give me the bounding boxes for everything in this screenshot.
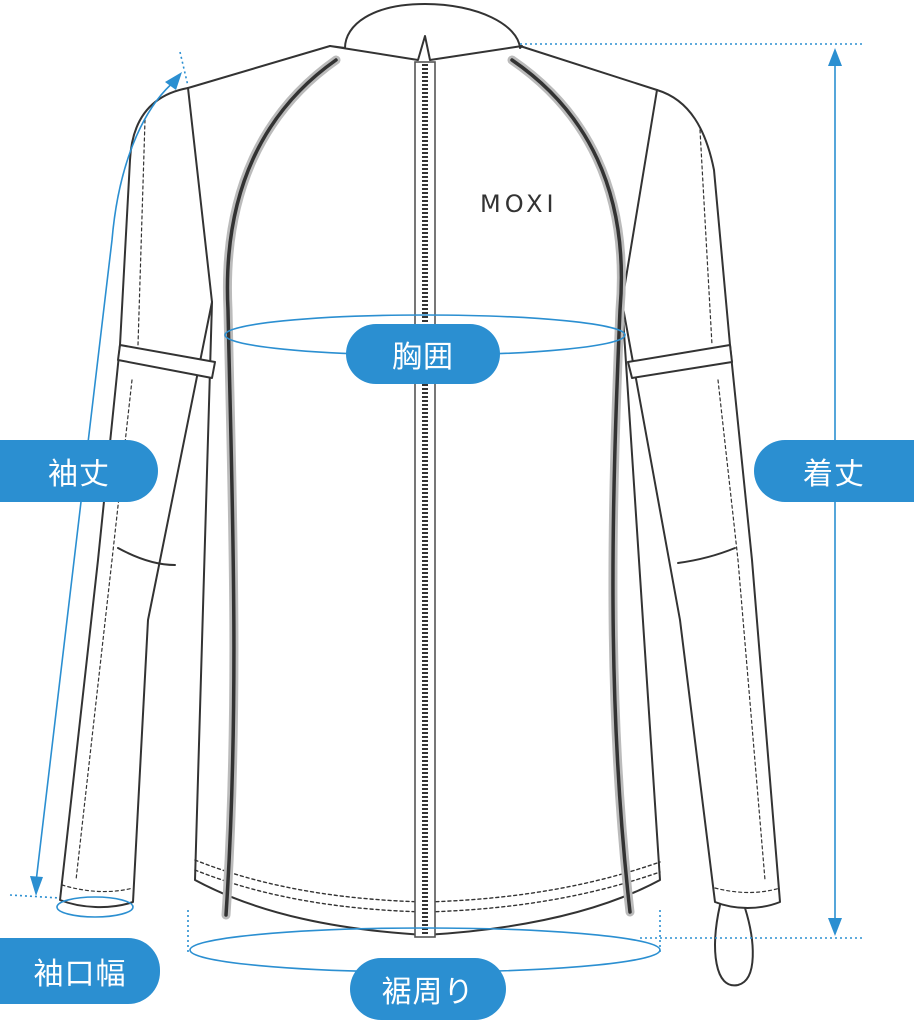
- right-arm-band: [627, 344, 733, 379]
- left-elbow-crease: [117, 547, 176, 566]
- right-elbow-crease: [677, 547, 736, 564]
- sleeve-length-label: 袖丈: [0, 440, 158, 502]
- zipper: [414, 61, 436, 938]
- collar: [329, 3, 523, 61]
- brand-logo: MOXI: [480, 190, 558, 218]
- cuff-ellipse: [56, 896, 134, 918]
- jacket-drawing: [59, 3, 781, 987]
- hem-label: 裾周り: [350, 958, 506, 1020]
- left-cuff-stitch: [61, 884, 134, 893]
- right-sleeve-stitch: [699, 129, 766, 881]
- piping: [221, 55, 635, 920]
- body-left-side: [187, 87, 426, 936]
- left-arm-band: [117, 344, 216, 379]
- sleeve-length-arrow-bottom: [30, 876, 43, 896]
- sleeve-length-arrow-top: [165, 72, 182, 90]
- cuff-loop: [714, 904, 754, 987]
- right-sleeve: [621, 89, 781, 909]
- body-length-label: 着丈: [754, 440, 914, 502]
- right-shoulder: [519, 45, 658, 91]
- cuff-width-label: 袖口幅: [0, 938, 160, 1004]
- body-length-arrow-top: [828, 48, 842, 66]
- left-shoulder: [187, 45, 331, 89]
- sleeve-length-line: [35, 79, 177, 883]
- measurement-guides: [9, 43, 862, 973]
- right-cuff-stitch: [714, 887, 781, 894]
- body-length-arrow-bottom: [828, 918, 842, 936]
- chest-label: 胸囲: [346, 324, 500, 384]
- body-right-side: [424, 89, 661, 936]
